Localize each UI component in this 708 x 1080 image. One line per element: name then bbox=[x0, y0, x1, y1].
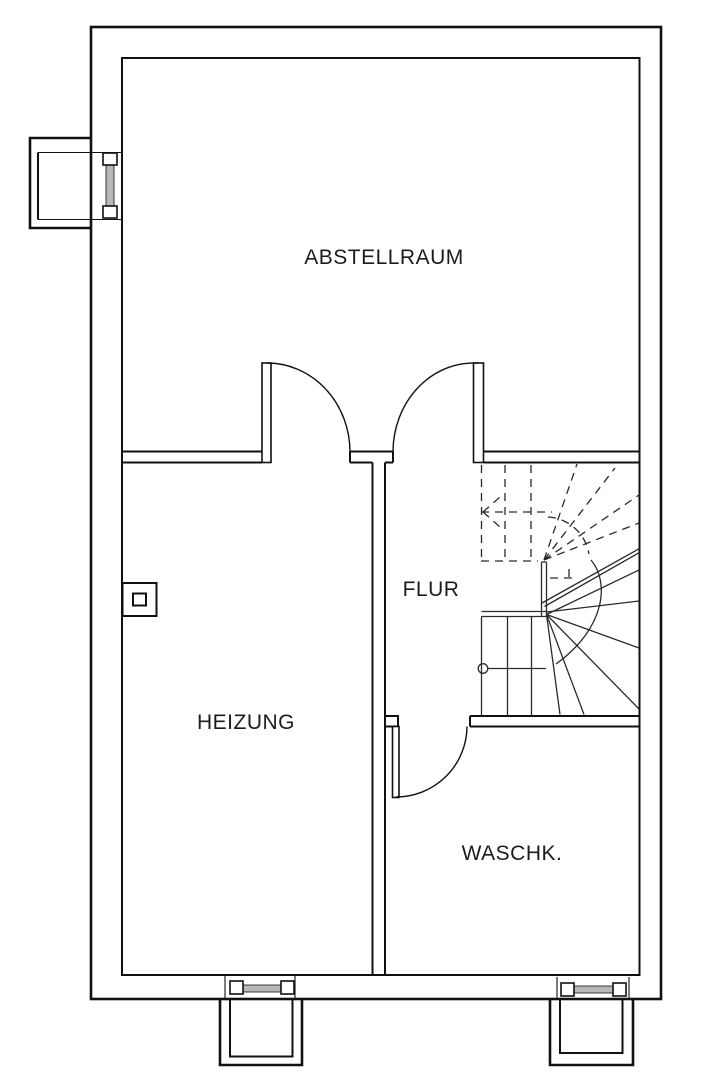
stair-railing bbox=[541, 547, 640, 604]
window-cap bbox=[612, 982, 627, 997]
stair-upper-flight-dashed bbox=[480, 463, 640, 580]
room-label-waschkueche: WASCHK. bbox=[462, 842, 563, 865]
light-well-outer bbox=[28, 136, 91, 230]
window-cap bbox=[102, 205, 118, 219]
window-cap bbox=[280, 980, 295, 995]
inner-wall-outline bbox=[121, 57, 641, 976]
room-label-heizung: HEIZUNG bbox=[197, 711, 295, 734]
outer-wall-outline bbox=[89, 25, 663, 1001]
window-glazing bbox=[573, 985, 614, 994]
room-label-flur: FLUR bbox=[403, 578, 460, 601]
chimney bbox=[121, 582, 158, 617]
stair-walking-arc bbox=[555, 559, 602, 665]
stair-arrow-icon bbox=[482, 496, 501, 513]
door-swing-arc bbox=[392, 362, 479, 453]
door-swing-arc bbox=[395, 726, 468, 798]
door-flur-abstellraum bbox=[392, 362, 485, 464]
door-leaf bbox=[261, 362, 272, 464]
light-well-inner bbox=[229, 999, 294, 1058]
window-bottom-left bbox=[218, 976, 304, 1067]
chimney-flue bbox=[132, 592, 147, 607]
window-cap bbox=[102, 152, 118, 166]
outer-wall bbox=[89, 25, 663, 1001]
stair-lower-flight bbox=[477, 547, 640, 715]
window-glazing bbox=[105, 164, 115, 207]
light-well-outer bbox=[218, 999, 304, 1067]
window-glazing bbox=[242, 984, 282, 993]
window-cap bbox=[560, 982, 575, 997]
window-bottom-right bbox=[548, 977, 635, 1067]
window-cap bbox=[229, 980, 244, 995]
door-flur-waschkueche bbox=[391, 725, 468, 799]
door-swing-arc bbox=[266, 362, 351, 453]
door-leaf bbox=[391, 725, 400, 799]
interior-walls bbox=[122, 450, 640, 975]
door-heizung-abstellraum bbox=[261, 362, 351, 464]
stair-newel-post bbox=[477, 663, 489, 674]
light-well-outer bbox=[548, 1000, 635, 1067]
light-well-inner bbox=[559, 1000, 624, 1054]
staircase bbox=[477, 463, 640, 715]
room-label-abstellraum: ABSTELLRAUM bbox=[304, 246, 464, 269]
window-left bbox=[28, 136, 121, 230]
door-leaf bbox=[472, 362, 485, 464]
room-labels: ABSTELLRAUM HEIZUNG FLUR WASCHK. bbox=[197, 246, 562, 865]
